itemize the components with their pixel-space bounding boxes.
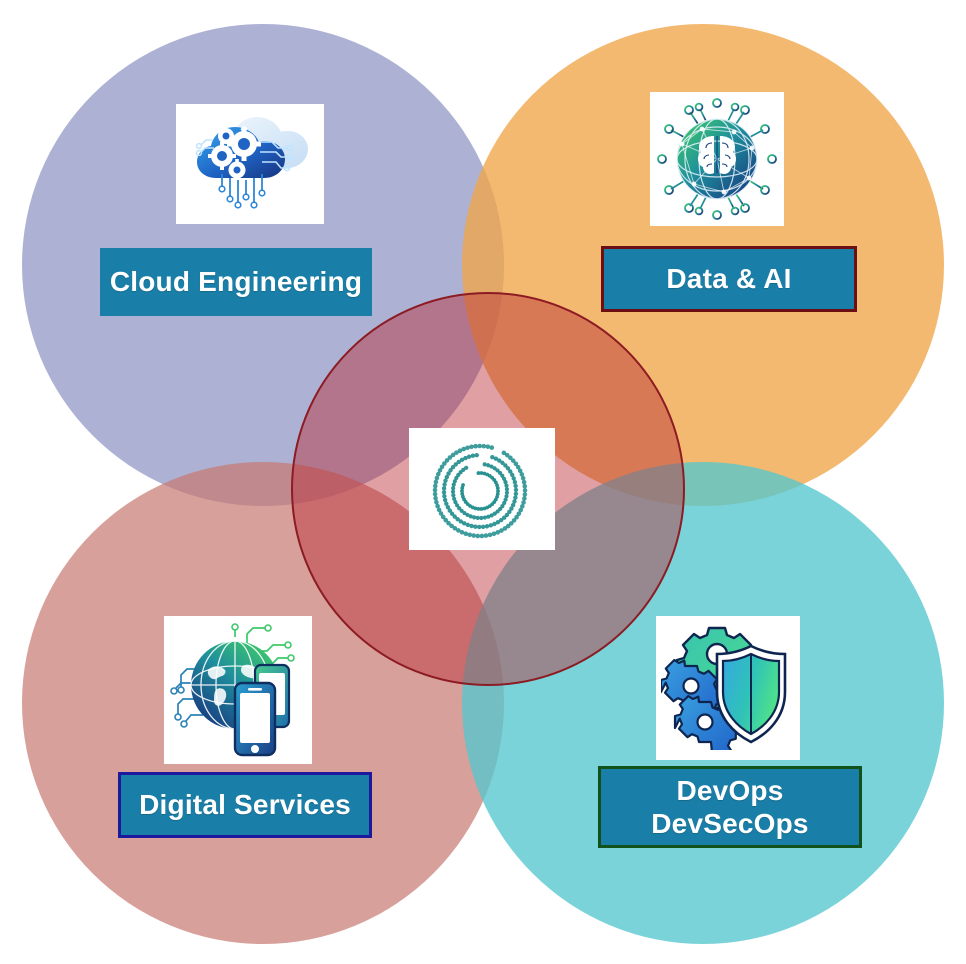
globe-mobile-devices-icon — [164, 616, 312, 764]
segment-label-digital-services[interactable]: Digital Services — [118, 772, 372, 838]
segment-label-text: Cloud Engineering — [109, 266, 363, 298]
segment-label-devops[interactable]: DevOps DevSecOps — [598, 766, 862, 848]
cloud-gears-circuit-icon — [176, 104, 324, 224]
dotted-spiral-logo-icon — [409, 428, 555, 550]
segment-label-text: Data & AI — [666, 263, 792, 295]
segment-label-text: Digital Services — [139, 789, 351, 821]
gears-shield-icon — [656, 616, 800, 760]
segment-label-text-line-1: DevOps — [676, 774, 784, 806]
segment-label-data-ai[interactable]: Data & AI — [601, 246, 857, 312]
segment-label-text-line-2: DevSecOps — [651, 808, 809, 839]
segment-label-cloud-engineering[interactable]: Cloud Engineering — [100, 248, 372, 316]
brain-network-sphere-icon — [650, 92, 784, 226]
